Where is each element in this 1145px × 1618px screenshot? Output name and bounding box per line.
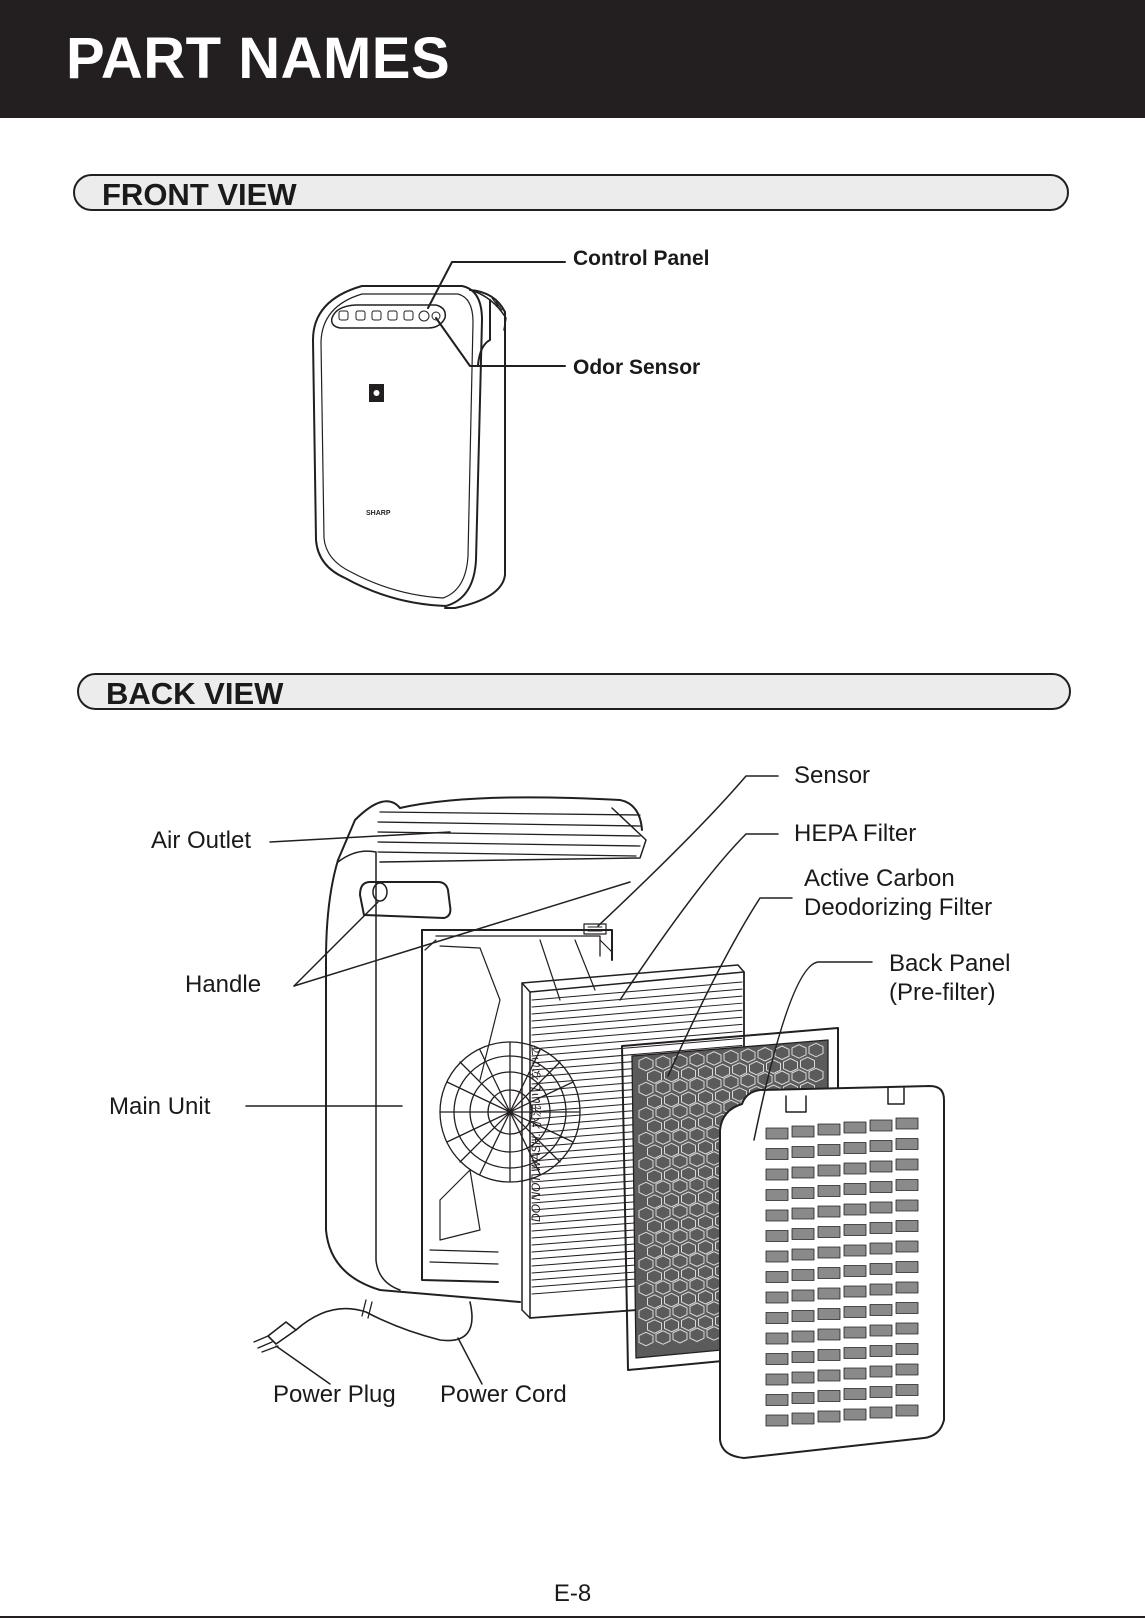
air-outlet-leader xyxy=(270,832,450,842)
odor-sensor-leader xyxy=(436,318,565,366)
sharp-logo-text: SHARP xyxy=(366,510,391,517)
filter-print-text: DO NOT WASH. 水洗いしないで xyxy=(529,1045,543,1222)
label-power-cord: Power Cord xyxy=(440,1381,567,1410)
power-cord-leader xyxy=(458,1338,482,1384)
label-active-carbon-line2: Deodorizing Filter xyxy=(804,894,992,923)
label-air-outlet: Air Outlet xyxy=(151,827,251,856)
label-power-plug: Power Plug xyxy=(273,1381,396,1410)
label-active-carbon-line1: Active Carbon xyxy=(804,865,955,894)
page-number: E-8 xyxy=(0,1580,1145,1608)
power-plug-leader xyxy=(276,1346,330,1384)
front-unit-illustration xyxy=(313,286,506,608)
handle-leader-b xyxy=(294,882,630,986)
label-control-panel: Control Panel xyxy=(573,246,710,271)
back-panel-illustration xyxy=(720,1086,944,1458)
label-main-unit: Main Unit xyxy=(109,1093,210,1122)
label-odor-sensor: Odor Sensor xyxy=(573,355,700,380)
label-sensor: Sensor xyxy=(794,762,870,791)
label-back-panel-line2: (Pre-filter) xyxy=(889,979,996,1008)
label-back-panel-line1: Back Panel xyxy=(889,950,1010,979)
label-handle: Handle xyxy=(185,971,261,1000)
hepa-leader xyxy=(620,834,778,1000)
power-cord-illustration xyxy=(254,1300,472,1352)
label-hepa-filter: HEPA Filter xyxy=(794,820,916,849)
